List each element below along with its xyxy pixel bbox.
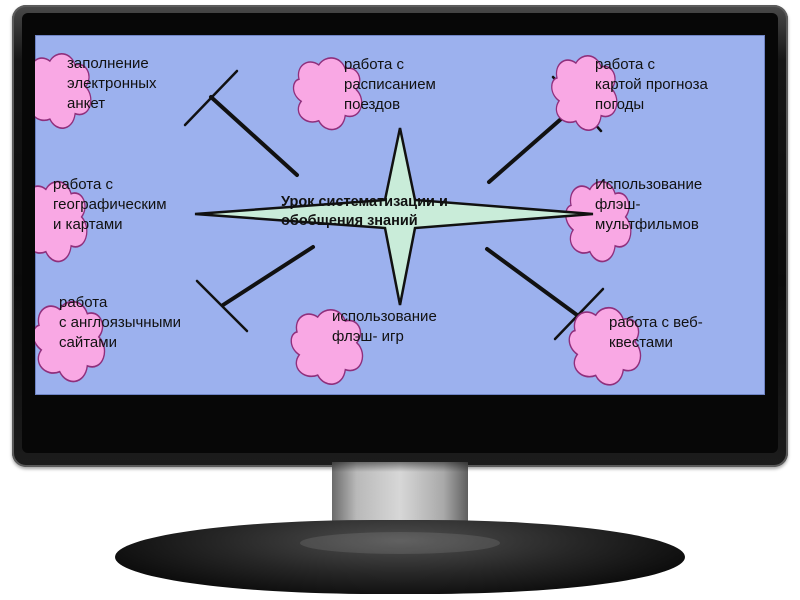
label-questionnaires: заполнение электронных анкет (67, 55, 157, 112)
monitor-neck (332, 462, 468, 530)
label-web-quests: работа с веб- квестами (609, 314, 703, 351)
mindmap-graphics (35, 53, 642, 386)
connector-english-sites (221, 245, 315, 307)
monitor-base (115, 520, 685, 594)
label-flash-cartoons: Использование флэш- мультфильмов (595, 176, 703, 233)
label-weather-map: работа с картой прогноза погоды (595, 56, 708, 113)
monitor-neck-shadow (332, 462, 468, 472)
label-flash-games: использование флэш- игр (332, 308, 437, 345)
label-english-sites: работа с англоязычными сайтами (59, 294, 182, 351)
connector-cap-english-sites (195, 279, 249, 333)
connector-cap-web-quests (553, 287, 605, 341)
connector-questionnaires (209, 95, 299, 177)
connector-cap-questionnaires (183, 69, 239, 127)
monitor-base-highlight (300, 532, 500, 554)
central-star (194, 127, 594, 306)
label-geo-maps: работа с географическим и картами (53, 176, 167, 233)
connector-web-quests (485, 247, 579, 317)
label-train-schedule: работа с расписанием поездов (344, 56, 436, 113)
center-title: Урок систематизации и обобщения знаний (281, 194, 448, 229)
monitor-screen: Урок систематизации и обобщения знаний з… (35, 35, 765, 395)
